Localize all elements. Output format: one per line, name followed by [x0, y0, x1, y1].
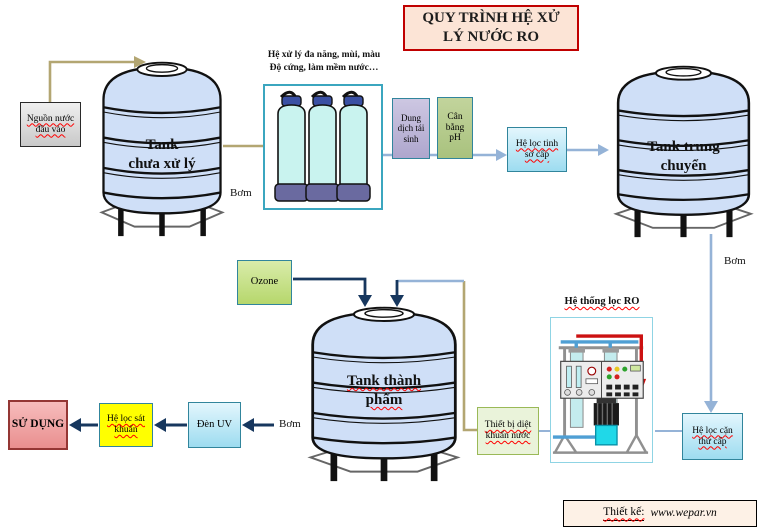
sterilizer-box: Thiết bị diệt khuẩn nước — [477, 407, 539, 455]
use-label: SỬ DỤNG — [11, 418, 65, 431]
arrow-pump-to-uv — [242, 418, 274, 432]
ro-machine-figure — [552, 334, 649, 454]
fine-filter-box: Hệ lọc tinh sơ cấp — [507, 127, 567, 172]
ph-balance-box: Cân bằng pH — [437, 97, 473, 159]
filter-bottle — [274, 90, 309, 202]
filter-caption: Hệ xử lý đa năng, mùi, màu Độ cứng, làm … — [267, 50, 381, 73]
product-tank-label: Tank thành phẩm — [346, 373, 422, 408]
pipe-source-to-raw-tank — [48, 56, 146, 103]
credit-label: Thiết kế: — [603, 506, 645, 521]
germ-filter-label: Hệ lọc sát khuẩn — [107, 414, 145, 435]
filter-unit-box — [263, 84, 383, 210]
filter-bottle — [336, 90, 371, 202]
regen-label: Dung dịch tái sinh — [397, 112, 425, 144]
product-tank-figure — [307, 306, 461, 482]
transfer-tank-label: Tank trung chuyển — [647, 139, 720, 174]
ozone-box: Ozone — [237, 260, 292, 305]
pump3-label: Bơm — [279, 418, 301, 430]
raw-tank-figure — [99, 61, 225, 237]
source-box: Nguồn nước đầu vào — [20, 102, 81, 147]
transfer-tank-figure — [613, 65, 754, 238]
ro-system-image — [550, 317, 653, 463]
uv-lamp-label: Đèn UV — [196, 418, 233, 430]
flow-fine-filter-to-transfer-tank — [567, 144, 609, 156]
secondary-filter-box: Hệ lọc cặn thứ cấp — [682, 413, 743, 460]
pump1-label: Bơm — [230, 187, 252, 199]
regen-box: Dung dịch tái sinh — [392, 98, 430, 159]
germ-filter-box: Hệ lọc sát khuẩn — [99, 403, 153, 447]
secondary-filter-label: Hệ lọc cặn thứ cấp — [692, 425, 733, 447]
pipe-sterilizer-up — [462, 281, 477, 432]
filter-bottle — [305, 90, 340, 202]
credit-box: Thiết kế: www.wepar.vn — [563, 500, 757, 527]
source-label: Nguồn nước đầu vào — [26, 113, 75, 135]
credit-url[interactable]: www.wepar.vn — [650, 506, 717, 519]
arrow-germ-filter-to-use — [69, 418, 98, 432]
ph-balance-label: Cân bằng pH — [445, 111, 465, 144]
page-title: QUY TRÌNH HỆ XỬ LÝ NƯỚC RO — [422, 9, 560, 46]
uv-lamp-box: Đèn UV — [188, 402, 241, 448]
flow-transfer-tank-to-secondary-filter — [704, 234, 718, 413]
use-box: SỬ DỤNG — [8, 400, 68, 450]
fine-filter-label: Hệ lọc tinh sơ cấp — [515, 138, 559, 160]
raw-tank-label: Tank chưa xử lý — [128, 137, 196, 172]
arrow-ozone-to-product-tank — [293, 277, 372, 307]
ozone-label: Ozone — [250, 276, 279, 288]
title-box: QUY TRÌNH HỆ XỬ LÝ NƯỚC RO — [403, 5, 579, 51]
pump2-label: Bơm — [724, 255, 746, 267]
filter-bottles — [274, 90, 371, 202]
arrow-uv-to-germ-filter — [154, 418, 187, 432]
sterilizer-label: Thiết bị diệt khuẩn nước — [484, 420, 532, 441]
arrow-into-product-tank — [390, 280, 404, 307]
ro-system-caption: Hệ thống lọc RO — [564, 296, 640, 307]
